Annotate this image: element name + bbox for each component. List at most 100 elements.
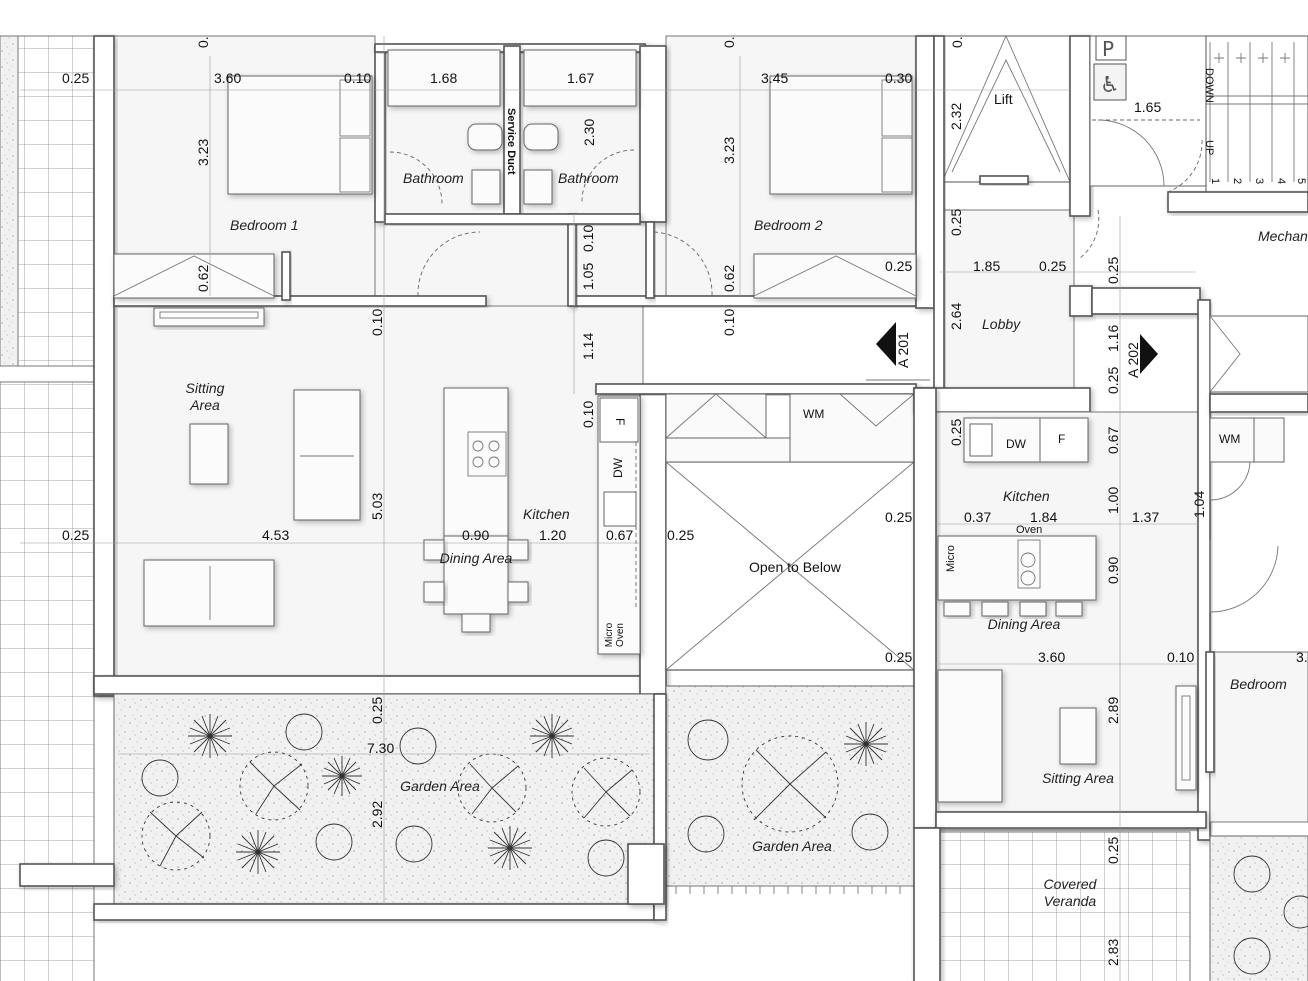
wall-bed1-bottom [113, 295, 487, 307]
tag-micro-oven-left: Micro Oven [604, 622, 626, 648]
dim-kit-r-137: 1.37 [1132, 509, 1159, 525]
wall-bed2-right [915, 35, 935, 309]
step-2: 2 [1231, 178, 1243, 184]
sink-right [969, 423, 993, 457]
wall-stairs-bottom [1167, 191, 1308, 213]
sofa-left-vertical [293, 389, 361, 521]
wall-lobby-bottom [913, 387, 1091, 413]
dim-bed2-depth: 3.23 [721, 137, 737, 164]
storage-closet-mid [665, 393, 767, 439]
wall-lift-right [1069, 35, 1091, 217]
garden-mid [665, 685, 915, 887]
bathtub-right [523, 49, 637, 107]
left-tiled-terrace [17, 35, 95, 367]
dim-garden-730: 7.30 [367, 740, 394, 756]
island-right [937, 535, 1097, 601]
label-bedroom2: Bedroom 2 [754, 217, 823, 233]
dim-kit-r-100: 1.00 [1105, 487, 1121, 514]
label-mechanical-wrap: Mechanical Area [1258, 228, 1308, 244]
label-sitting-right: Sitting Area [1042, 770, 1114, 786]
dim-top-left-025: 0.25 [62, 70, 89, 86]
dim-kit-067: 0.67 [606, 527, 633, 543]
label-bathroom-right: Bathroom [558, 170, 619, 186]
dim-bath2-width: 1.67 [567, 70, 594, 86]
dim-lobby-wall-025: 0.25 [948, 209, 964, 236]
step-1: 1 [1209, 178, 1221, 184]
label-veranda: Covered Veranda [1043, 876, 1097, 909]
dim-hall-105: 1.05 [580, 263, 596, 290]
hall-floor [374, 213, 667, 307]
wm-closet-right [1209, 417, 1255, 463]
dim-garden-025: 0.25 [369, 697, 385, 724]
label-garden-mid-wrap: Garden Area [752, 838, 832, 854]
dim-living-left-025: 0.25 [62, 527, 89, 543]
label-lobby: Lobby [982, 316, 1021, 332]
label-bedroom-right: Bedroom [1230, 676, 1287, 692]
dim-bed1-depth: 3.23 [195, 139, 211, 166]
section-a202-label: A 202 [1125, 342, 1141, 378]
stairs-down-label: DOWN [1203, 68, 1215, 103]
dim-vert-025-r: 0.25 [1105, 367, 1121, 394]
label-sitting-left: Sitting Area [185, 380, 225, 413]
section-marker-a201 [866, 322, 930, 381]
section-a201-label: A 201 [895, 332, 911, 368]
dim-living-453: 4.53 [262, 527, 289, 543]
dim-bed2-wardrobe: 0.62 [721, 265, 737, 292]
label-veranda-wrap: Covered Veranda [1043, 876, 1097, 909]
wall-right-apt-bottom [935, 811, 1207, 829]
label-dining-right: Dining Area [987, 616, 1061, 632]
tv-unit-left [153, 307, 265, 327]
garden-trees [141, 713, 1308, 975]
bathtub-left [387, 49, 501, 107]
garden-pillar-right [627, 843, 665, 905]
section-marker-a202 [1140, 334, 1158, 374]
lift-door [979, 175, 1029, 185]
label-mechanical: Mechanical Area [1258, 228, 1308, 244]
dining-table-left [443, 535, 509, 615]
fridge-right [1039, 417, 1089, 463]
wall-kitchen-divider [639, 393, 667, 695]
dim-bed1-width: 3.60 [214, 70, 241, 86]
tag-oven-right: Oven [1016, 524, 1042, 536]
bed2 [769, 75, 913, 195]
wall-kitchen-top [595, 383, 917, 395]
dim-bed2-side-025: 0.25 [885, 258, 912, 274]
wall-hall-left [281, 251, 291, 301]
step-5: 5 [1295, 178, 1307, 184]
dim-top-0-c: 0. [949, 36, 965, 48]
dim-bath1-width: 1.68 [430, 70, 457, 86]
basin-left [471, 169, 501, 205]
dim-lobby-depth: 2.64 [948, 303, 964, 330]
bed1-wardrobe [113, 253, 275, 299]
basin-right [523, 169, 553, 205]
label-dining-left: Dining Area [439, 550, 513, 566]
coffee-table-right [1059, 707, 1097, 765]
dim-sit-r-289: 2.89 [1105, 697, 1121, 724]
tag-f-left: F [613, 418, 627, 425]
dim-top-0-b: 0. [721, 36, 737, 48]
step-4: 4 [1275, 178, 1287, 184]
wall-lobby-right [1069, 285, 1093, 317]
armchair-table [189, 423, 229, 485]
label-garden-left: Garden Area [400, 778, 480, 794]
left-pavement-strip [0, 35, 19, 367]
dim-living-010-a: 0.10 [369, 309, 385, 336]
dim-vert-116: 1.16 [1105, 325, 1121, 352]
dim-top-0-a: 0. [195, 36, 211, 48]
parking-area [1089, 35, 1207, 187]
dim-veranda-025: 0.25 [1105, 837, 1121, 864]
sink-left [603, 491, 637, 527]
label-lift: Lift [994, 91, 1013, 107]
label-bedroom1: Bedroom 1 [230, 217, 298, 233]
wall-hall-mid [567, 213, 577, 307]
tag-micro-oven-left-wrap: Micro Oven [604, 622, 626, 648]
bed1 [227, 75, 373, 195]
dim-kit-r-184: 1.84 [1030, 509, 1057, 525]
dimension-lines [20, 36, 1198, 981]
dim-sit-r-360: 3.60 [1038, 649, 1065, 665]
label-bathroom-left: Bathroom [403, 170, 464, 186]
dim-lobby-v-025: 0.25 [1105, 257, 1121, 284]
dim-veranda-283: 2.83 [1105, 939, 1121, 966]
wall-mech [1091, 287, 1201, 315]
dim-hall-010: 0.10 [580, 225, 596, 252]
